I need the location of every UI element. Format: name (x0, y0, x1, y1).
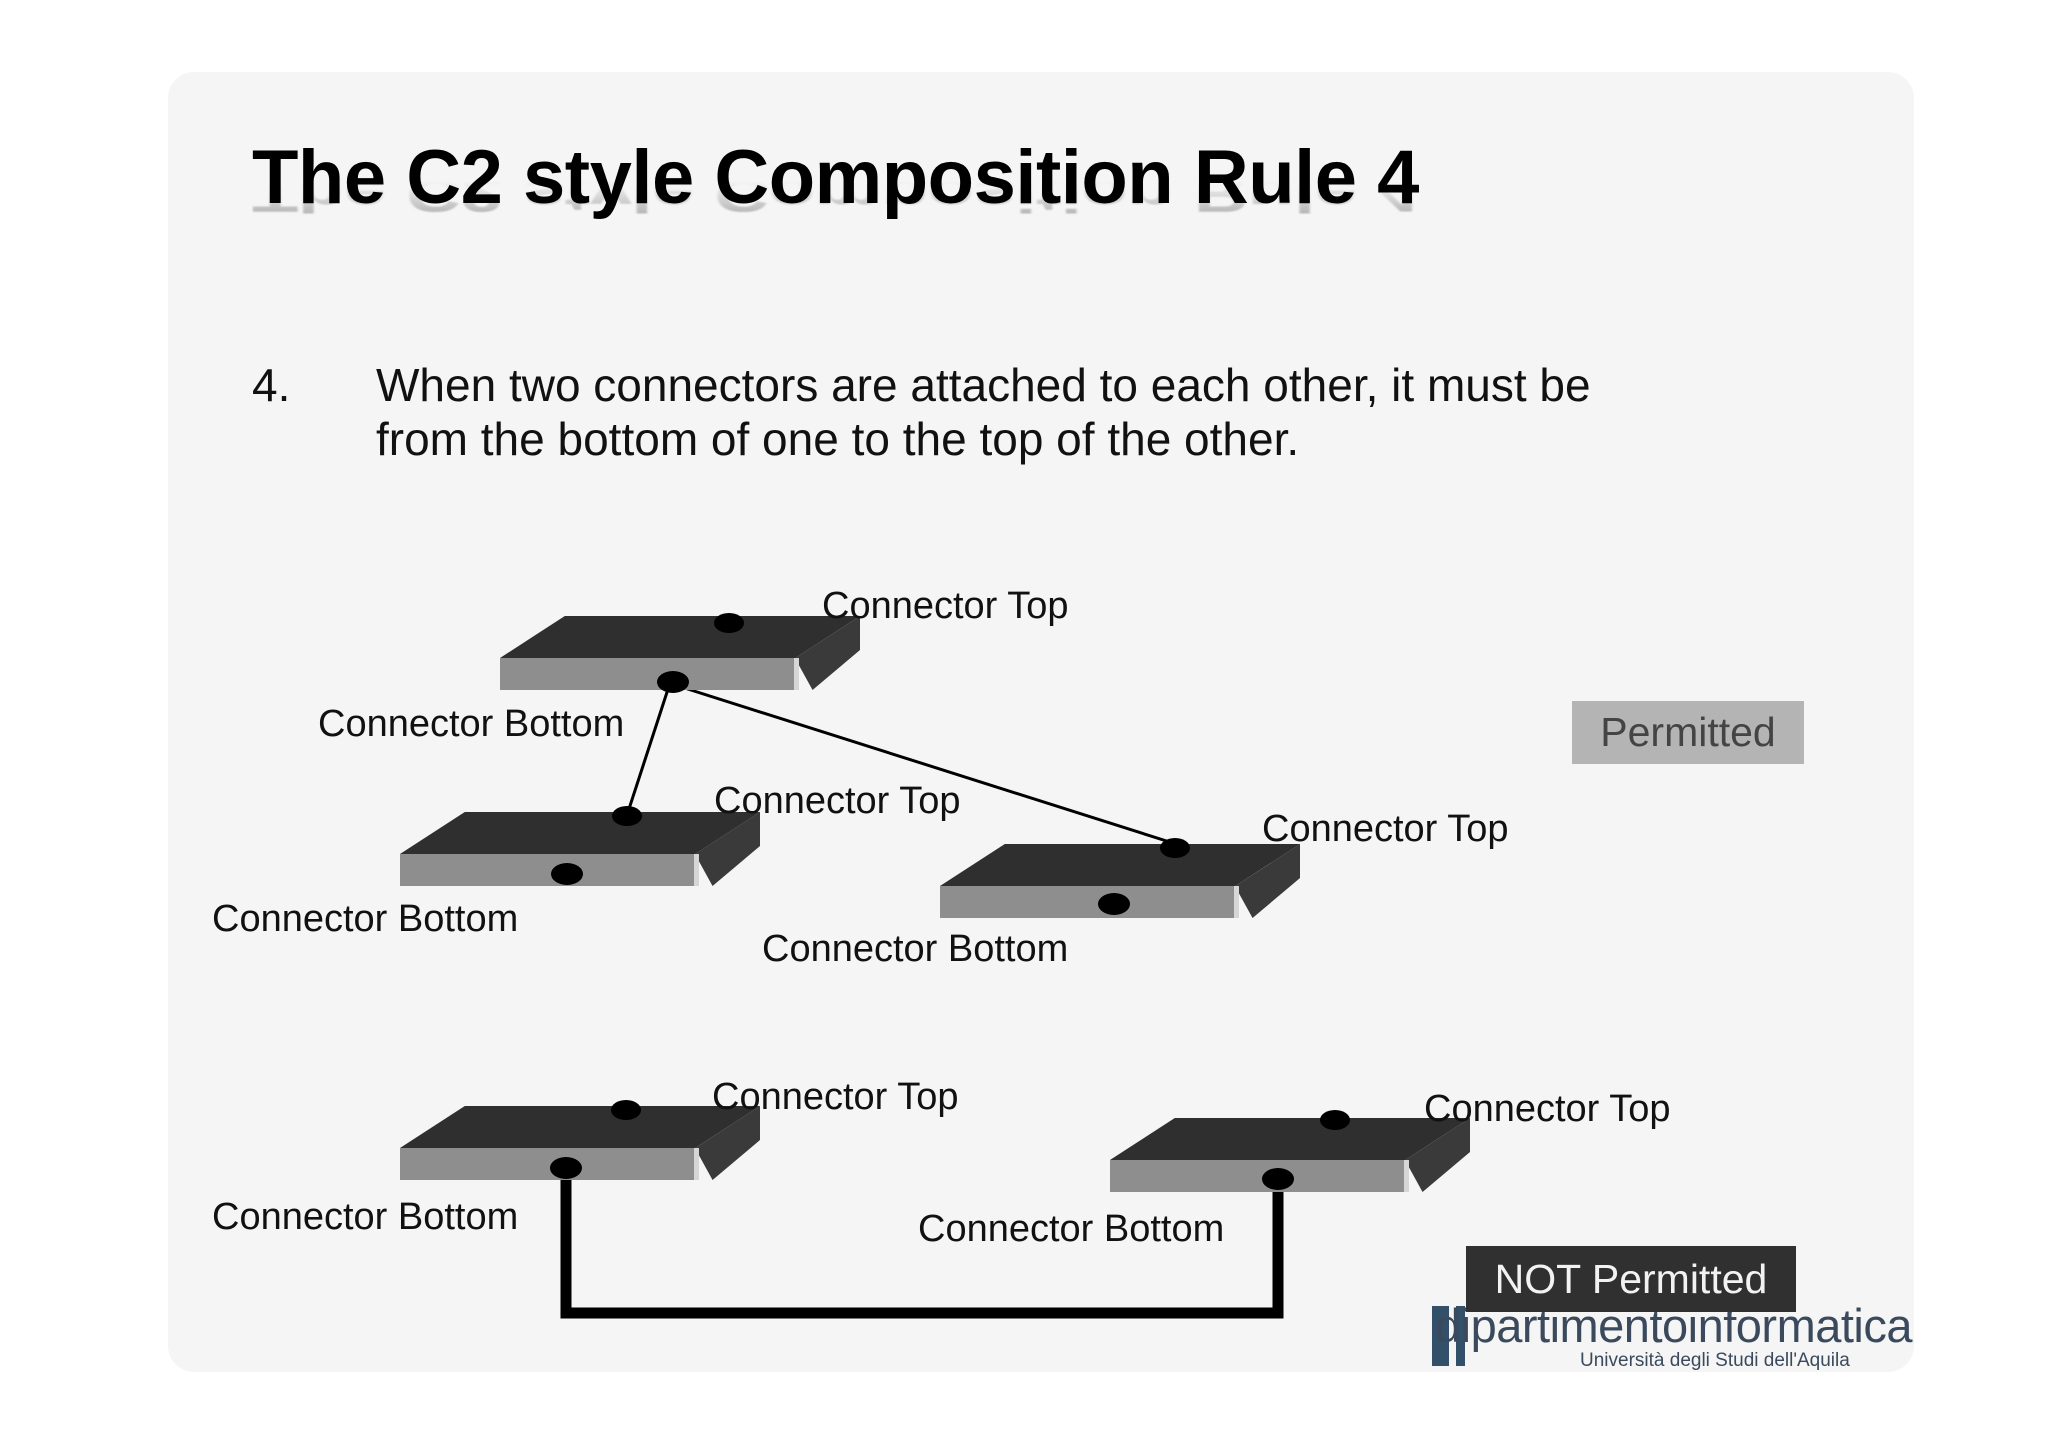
connector-1-bottom-label: Connector Bottom (318, 703, 625, 745)
not-permitted-badge: NOT Permitted (1466, 1246, 1796, 1312)
connector-1-top-label: Connector Top (822, 585, 1069, 627)
connector-5-top-face (1110, 1118, 1470, 1160)
connector-5-top-dot[interactable] (1320, 1110, 1350, 1130)
connector-5-seam (1404, 1160, 1409, 1192)
page-title: The C2 style Composition Rule 4 (252, 135, 1419, 220)
connector-3-top-label: Connector Top (1262, 808, 1509, 850)
connector-5-top-label: Connector Top (1424, 1088, 1671, 1130)
connector-3[interactable] (940, 844, 1345, 922)
connector-5-bottom-dot[interactable] (1262, 1168, 1294, 1190)
connector-4-bottom-dot[interactable] (550, 1157, 582, 1179)
logo-mark-secondary-icon (1456, 1306, 1465, 1366)
connector-3-seam (1234, 886, 1239, 918)
connector-2-top-face (400, 812, 760, 854)
connector-1-front-face (500, 658, 795, 690)
connector-1-seam (794, 658, 799, 690)
connector-1[interactable] (500, 616, 905, 694)
connector-2-top-label: Connector Top (714, 780, 961, 822)
connector-4[interactable] (400, 1106, 805, 1184)
connector-1-top-face (500, 616, 860, 658)
connector-2[interactable] (400, 812, 805, 890)
connector-2-front-face (400, 854, 695, 886)
title-block: The C2 style Composition Rule 4 The C2 s… (252, 140, 1652, 310)
connector-4-front-face (400, 1148, 695, 1180)
connector-4-top-face (400, 1106, 760, 1148)
permitted-badge: Permitted (1572, 701, 1804, 764)
rule-text: When two connectors are attached to each… (376, 359, 1591, 466)
connector-1-top-dot[interactable] (714, 613, 744, 633)
connector-2-bottom-label: Connector Bottom (212, 898, 519, 940)
connector-2-seam (694, 854, 699, 886)
connector-3-front-face (940, 886, 1235, 918)
connector-4-bottom-label: Connector Bottom (212, 1196, 519, 1238)
connector-4-top-label: Connector Top (712, 1076, 959, 1118)
connector-3-top-dot[interactable] (1160, 838, 1190, 858)
logo-subtitle: Università degli Studi dell'Aquila (1580, 1350, 1850, 1371)
connector-5-bottom-label: Connector Bottom (918, 1208, 1225, 1250)
link-c1bottom-c2top (626, 682, 672, 813)
connector-4-seam (694, 1148, 699, 1180)
connector-3-bottom-dot[interactable] (1098, 893, 1130, 915)
connector-4-top-dot[interactable] (611, 1100, 641, 1120)
connector-2-bottom-dot[interactable] (551, 863, 583, 885)
connector-1-bottom-dot[interactable] (657, 671, 689, 693)
connector-5-front-face (1110, 1160, 1405, 1192)
connector-2-top-dot[interactable] (612, 806, 642, 826)
connector-3-top-face (940, 844, 1300, 886)
connector-3-bottom-label: Connector Bottom (762, 928, 1069, 970)
connector-5[interactable] (1110, 1118, 1515, 1196)
university-logo: dipartimentoinformatica Università degli… (1432, 1299, 1913, 1392)
rule-number: 4. (252, 359, 291, 411)
logo-mark-icon (1432, 1306, 1449, 1366)
